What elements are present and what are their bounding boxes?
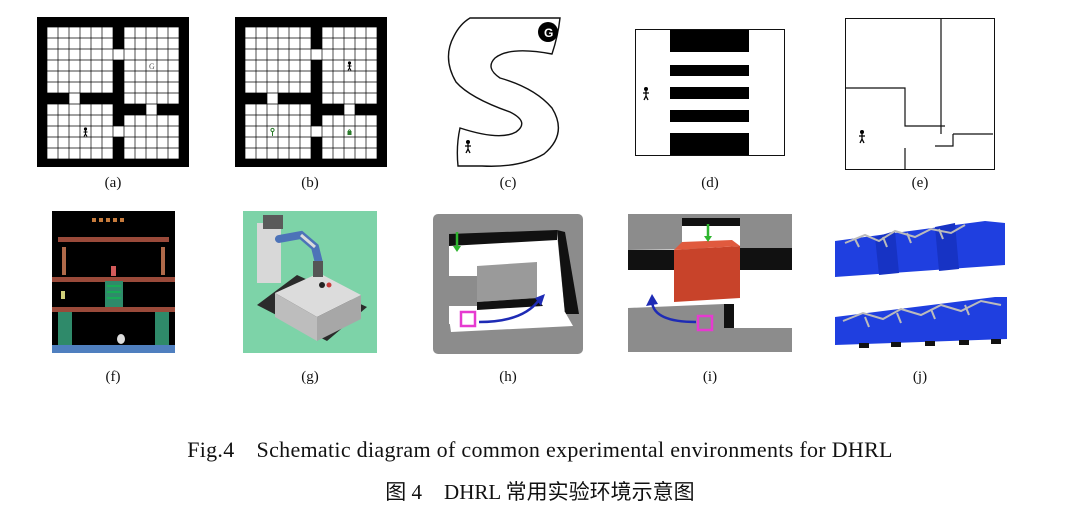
caption-zh-text: DHRL 常用实验环境示意图 xyxy=(444,480,695,504)
four-room-grid-maze: G xyxy=(37,17,189,167)
panel-label-f: (f) xyxy=(105,369,121,385)
figure-caption-english: Fig.4 Schematic diagram of common experim… xyxy=(0,437,1080,463)
agent-figure-icon xyxy=(347,61,352,71)
panel-a-four-room-grid: G xyxy=(37,17,189,167)
blue-path-arrow-icon xyxy=(478,299,541,324)
panel-label-e: (e) xyxy=(911,175,929,191)
panel-g-robot-arm xyxy=(243,211,377,353)
four-room-key-maze xyxy=(235,17,387,167)
panel-label-g: (g) xyxy=(301,369,319,385)
panel-label-j: (j) xyxy=(912,369,928,385)
caption-zh-prefix: 图 4 xyxy=(385,480,423,504)
ant-push-scene xyxy=(628,214,792,352)
panel-label-b: (b) xyxy=(301,175,319,191)
panel-i-ant-push xyxy=(628,214,792,352)
panel-f-atari-game xyxy=(52,211,175,353)
goal-marker-icon xyxy=(538,22,558,42)
target-box-marker xyxy=(459,310,477,328)
panel-h-ant-maze xyxy=(433,214,583,354)
panel-j-ant-locomotion xyxy=(835,217,1007,353)
panel-label-i: (i) xyxy=(702,369,718,385)
caption-en-prefix: Fig.4 xyxy=(187,437,235,462)
svg-text:G: G xyxy=(149,62,155,71)
figure-caption-chinese: 图 4 DHRL 常用实验环境示意图 xyxy=(0,476,1080,506)
atari-platformer-screen xyxy=(52,211,175,353)
goal-marker-icon: G xyxy=(149,62,155,71)
ant-locomotion-scene xyxy=(835,217,1007,353)
goal-marker-text: G xyxy=(544,26,553,40)
agent-figure-icon xyxy=(643,87,649,101)
key-icon xyxy=(270,127,275,136)
room-maze xyxy=(845,18,995,170)
lock-icon xyxy=(347,129,352,135)
panel-c-s-maze: G xyxy=(440,16,570,168)
robot-arm-scene xyxy=(243,211,377,353)
panel-label-d: (d) xyxy=(701,175,719,191)
agent-figure-icon xyxy=(83,127,88,137)
panel-d-corridor xyxy=(635,29,785,156)
caption-en-text: Schematic diagram of common experimental… xyxy=(256,437,893,462)
panel-e-room-maze xyxy=(845,18,995,170)
s-shaped-maze: G xyxy=(447,17,561,167)
target-box-marker xyxy=(696,314,714,332)
agent-figure-icon xyxy=(465,140,471,154)
blue-path-arrow-icon xyxy=(650,301,697,324)
panel-b-four-room-key xyxy=(235,17,387,167)
panel-label-h: (h) xyxy=(499,369,517,385)
panel-label-a: (a) xyxy=(104,175,122,191)
ant-maze-scene xyxy=(433,214,583,354)
corridor-maze xyxy=(635,29,785,156)
panel-label-c: (c) xyxy=(499,175,517,191)
agent-figure-icon xyxy=(859,130,865,144)
